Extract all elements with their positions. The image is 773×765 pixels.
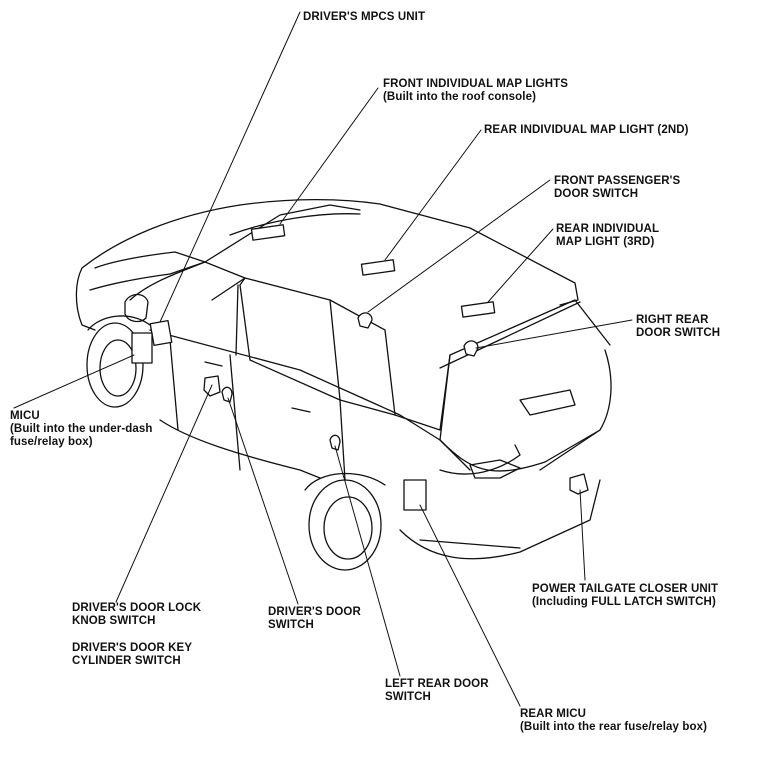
label-text: REAR MICU [520, 708, 587, 720]
components [131, 224, 589, 511]
front-passenger-door-switch-icon [357, 312, 373, 329]
label-drivers-door-lock-knob-switch: DRIVER'S DOOR LOCK KNOB SWITCH [72, 602, 201, 628]
label-subtext: fuse/relay box) [10, 436, 93, 448]
label-text: REAR INDIVIDUAL [556, 223, 660, 235]
label-power-tailgate-closer-unit: POWER TAILGATE CLOSER UNIT (Including FU… [532, 583, 718, 609]
label-left-rear-door-switch: LEFT REAR DOOR SWITCH [385, 678, 489, 704]
label-text: SWITCH [268, 619, 314, 631]
label-text: DRIVER'S DOOR KEY [72, 642, 193, 654]
label-text: DOOR SWITCH [636, 327, 721, 339]
label-rear-map-light-3rd: REAR INDIVIDUAL MAP LIGHT (3RD) [556, 223, 659, 249]
label-drivers-door-key-cylinder-switch: DRIVER'S DOOR KEY CYLINDER SWITCH [72, 642, 192, 668]
label-text: MAP LIGHT (3RD) [556, 236, 655, 248]
label-drivers-door-switch: DRIVER'S DOOR SWITCH [268, 606, 361, 632]
label-subtext: (Including FULL LATCH SWITCH) [532, 596, 716, 608]
label-text: LEFT REAR DOOR [385, 678, 489, 690]
label-right-rear-door-switch: RIGHT REAR DOOR SWITCH [636, 314, 720, 340]
vehicle-outline [75, 198, 612, 571]
label-subtext: (Built into the rear fuse/relay box) [520, 721, 707, 733]
label-text: KNOB SWITCH [72, 615, 156, 627]
label-subtext: (Built into the roof console) [383, 91, 537, 103]
left-rear-door-switch-icon [329, 434, 341, 451]
label-text: CYLINDER SWITCH [72, 655, 181, 667]
right-rear-door-switch-icon [463, 340, 479, 357]
tailgate-closer-unit-icon [569, 473, 589, 495]
label-text: RIGHT REAR [636, 314, 709, 326]
label-drivers-mpcs-unit: DRIVER'S MPCS UNIT [303, 11, 425, 24]
label-text: DRIVER'S MPCS UNIT [303, 11, 426, 23]
label-text: FRONT INDIVIDUAL MAP LIGHTS [383, 78, 568, 90]
label-text: DOOR SWITCH [554, 188, 639, 200]
label-text: POWER TAILGATE CLOSER UNIT [532, 583, 719, 595]
label-text: FRONT PASSENGER'S [554, 175, 681, 187]
label-text: MICU [10, 410, 40, 422]
label-micu: MICU (Built into the under-dash fuse/rel… [10, 410, 153, 449]
rear-map-light-2nd-icon [360, 259, 396, 276]
label-rear-map-light-2nd: REAR INDIVIDUAL MAP LIGHT (2ND) [484, 124, 689, 137]
driver-door-switch-icon [221, 386, 233, 403]
label-text: REAR INDIVIDUAL MAP LIGHT (2ND) [484, 124, 689, 136]
front-map-lights-icon [250, 224, 286, 241]
label-text: DRIVER'S DOOR LOCK [72, 602, 202, 614]
label-text: DRIVER'S DOOR [268, 606, 361, 618]
rear-micu-icon [403, 479, 427, 511]
label-front-map-lights: FRONT INDIVIDUAL MAP LIGHTS (Built into … [383, 78, 568, 104]
label-front-passenger-door-switch: FRONT PASSENGER'S DOOR SWITCH [554, 175, 680, 201]
mpcs-unit-icon [149, 319, 173, 347]
leader-lines [13, 11, 633, 707]
label-rear-micu: REAR MICU (Built into the rear fuse/rela… [520, 708, 707, 734]
label-text: SWITCH [385, 691, 431, 703]
rear-map-light-3rd-icon [460, 301, 496, 318]
label-subtext: (Built into the under-dash [10, 423, 153, 435]
micu-icon [131, 332, 153, 364]
